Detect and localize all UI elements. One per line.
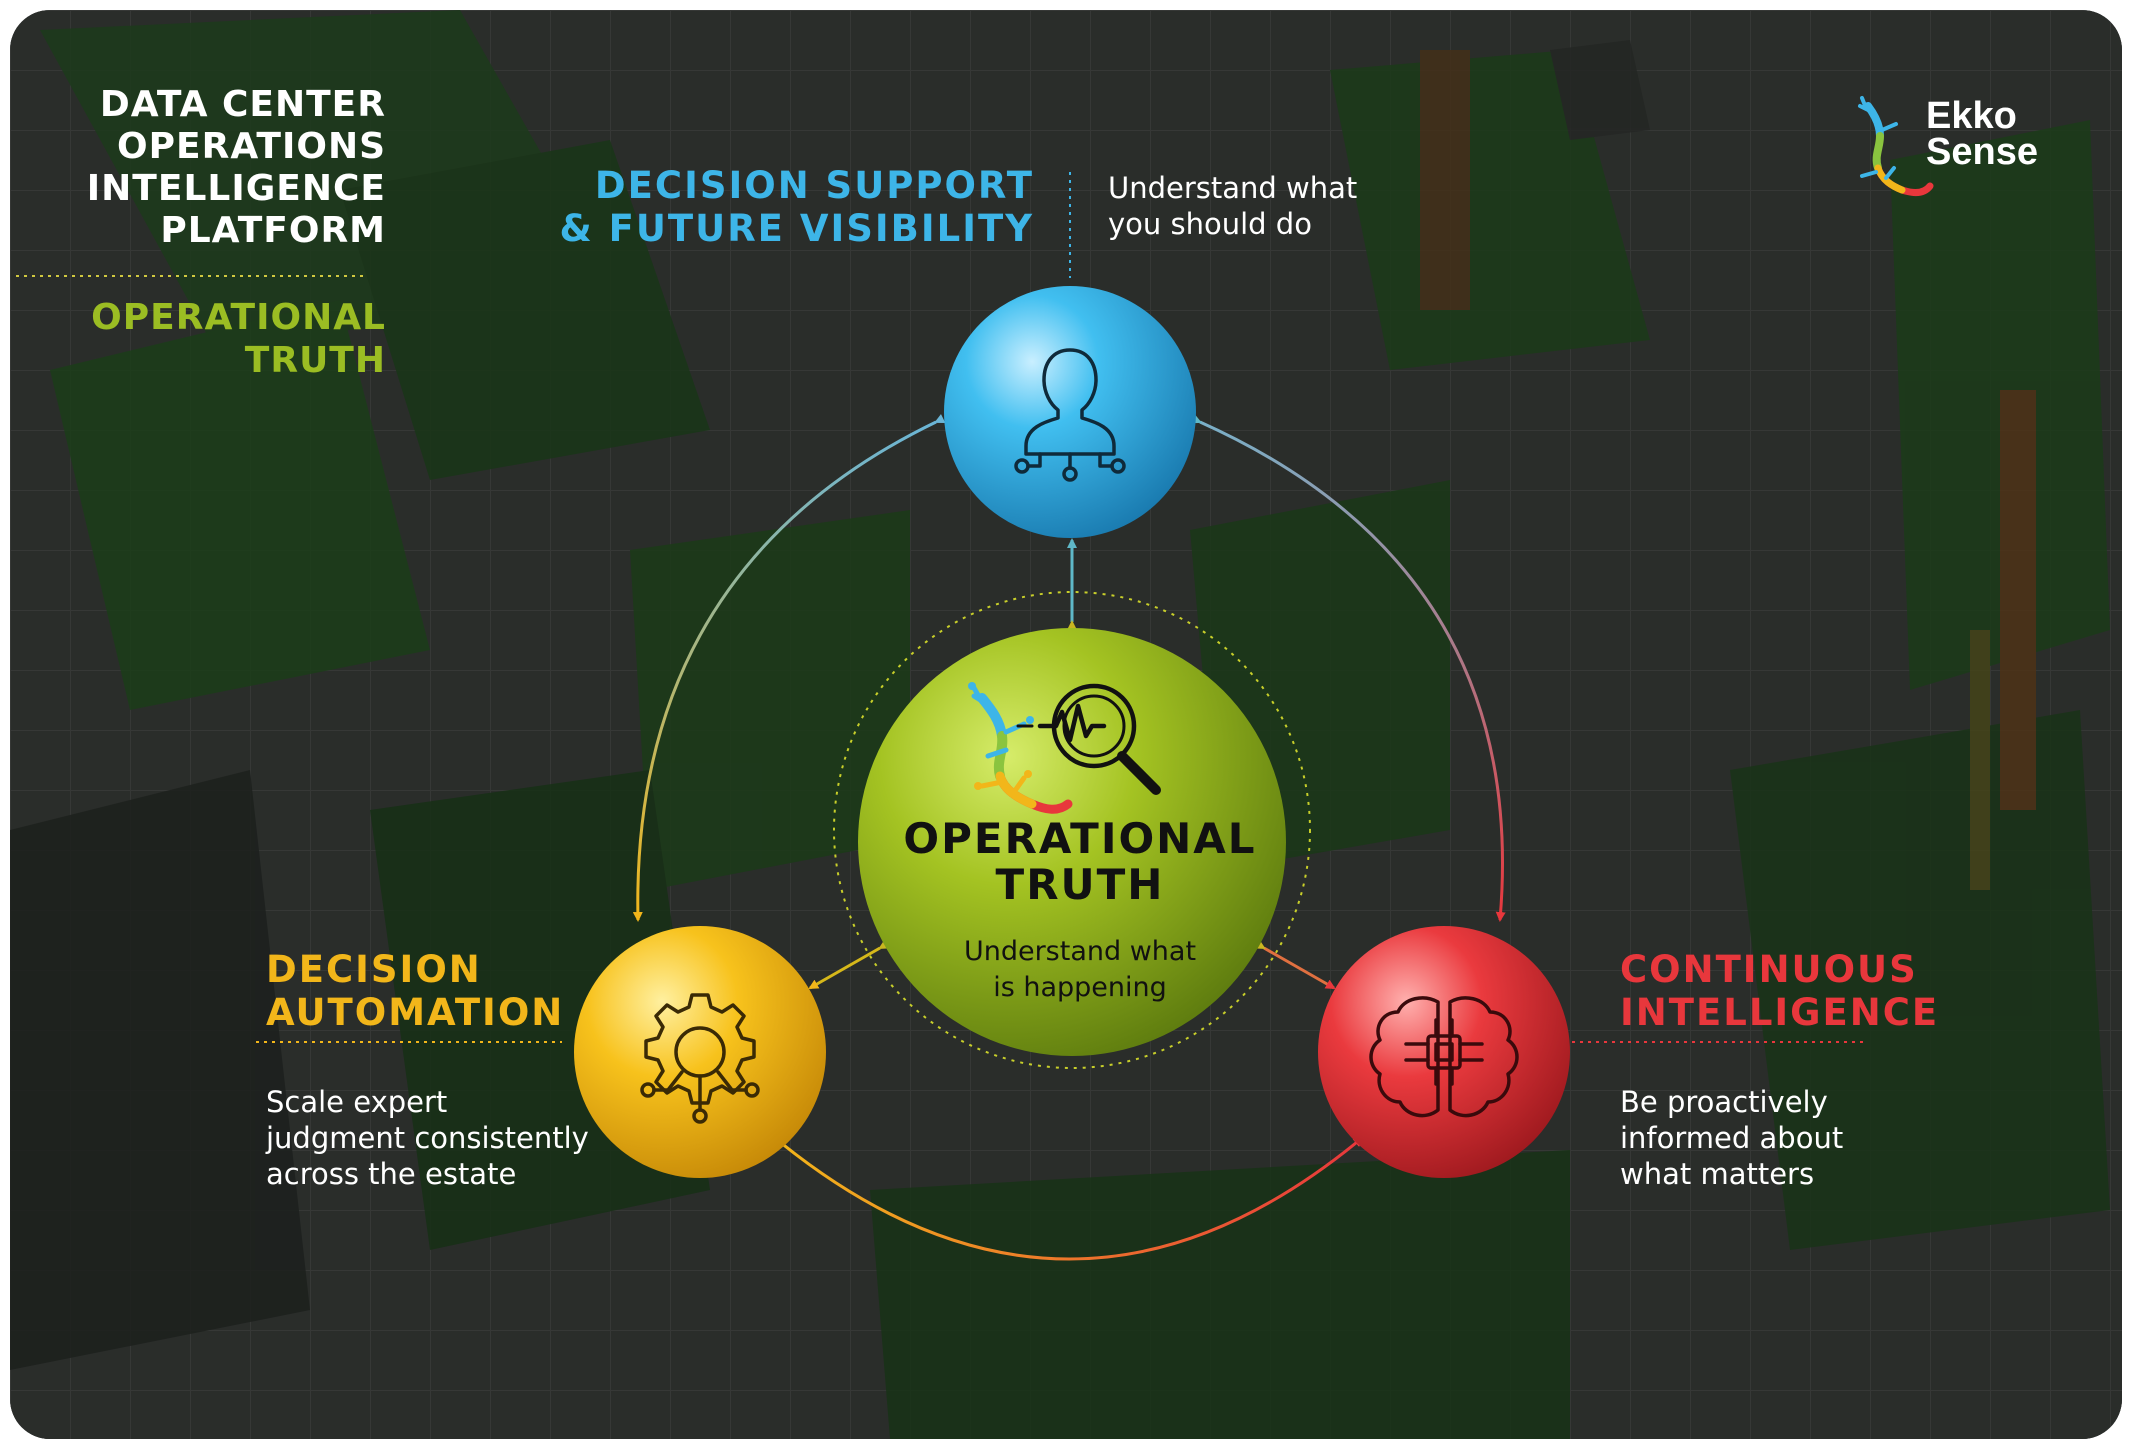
decision-support-description: Understand what you should do <box>1108 170 1428 242</box>
continuous-intelligence-description-line: Be proactively <box>1620 1085 1828 1119</box>
decision-support-description-line: Understand what <box>1108 171 1358 205</box>
brain-chip-icon <box>1369 996 1519 1118</box>
operational-truth-description-line: Understand what <box>963 936 1197 967</box>
brand-name-line: Ekko <box>1926 95 2017 137</box>
decision-support-title-line: DECISION SUPPORT <box>594 164 1034 207</box>
brand-name-line: Sense <box>1926 131 2038 173</box>
decision-automation-description-line: judgment consistently <box>266 1121 589 1155</box>
cycle-diagram <box>16 96 1934 1261</box>
ekkosense-logo-mark <box>1858 96 1934 197</box>
ekkosense-logo-text: Ekko Sense <box>1926 95 2038 173</box>
platform-title-line: PLATFORM <box>160 210 386 251</box>
decision-automation-description: Scale expert judgment consistently acros… <box>266 1084 596 1192</box>
gecko-icon <box>968 682 1073 814</box>
platform-title: DATA CENTER OPERATIONS INTELLIGENCE PLAT… <box>10 84 386 252</box>
platform-subtitle: OPERATIONAL TRUTH <box>10 296 386 382</box>
operational-truth-title-line: TRUTH <box>995 860 1165 909</box>
platform-title-line: OPERATIONS <box>117 126 386 167</box>
operational-truth-title: OPERATIONAL TRUTH <box>880 816 1280 908</box>
right-node-circle <box>1318 926 1570 1178</box>
continuous-intelligence-description-line: what matters <box>1620 1157 1815 1191</box>
platform-title-line: INTELLIGENCE <box>86 168 386 209</box>
magnifier-pulse-icon <box>1016 683 1161 795</box>
arc-top-right <box>1190 414 1506 922</box>
platform-subtitle-line: OPERATIONAL <box>91 297 386 338</box>
decision-support-title-line: & FUTURE VISIBILITY <box>559 207 1034 250</box>
decision-automation-title-line: AUTOMATION <box>266 991 565 1034</box>
decision-automation-title-line: DECISION <box>266 948 482 991</box>
top-node-circle <box>944 286 1196 538</box>
continuous-intelligence-title-line: INTELLIGENCE <box>1620 991 1940 1034</box>
person-network-icon <box>1014 348 1126 482</box>
continuous-intelligence-title-line: CONTINUOUS <box>1620 948 1918 991</box>
decision-automation-description-line: across the estate <box>266 1157 517 1191</box>
platform-subtitle-line: TRUTH <box>244 340 386 381</box>
infographic-frame: DATA CENTER OPERATIONS INTELLIGENCE PLAT… <box>10 10 2122 1439</box>
platform-title-line: DATA CENTER <box>99 84 386 125</box>
arc-bottom <box>765 1129 1364 1261</box>
continuous-intelligence-description: Be proactively informed about what matte… <box>1620 1084 1920 1192</box>
center-node-circle <box>858 628 1286 1056</box>
continuous-intelligence-title: CONTINUOUS INTELLIGENCE <box>1620 948 2020 1034</box>
decision-automation-title: DECISION AUTOMATION <box>266 948 646 1034</box>
continuous-intelligence-description-line: informed about <box>1620 1121 1844 1155</box>
connector-center-left <box>808 939 890 990</box>
decision-automation-description-line: Scale expert <box>266 1085 448 1119</box>
operational-truth-description: Understand what is happening <box>930 934 1230 1006</box>
operational-truth-description-line: is happening <box>993 972 1167 1003</box>
gear-network-icon <box>640 993 760 1124</box>
gecko-magnifier-pulse-icon <box>968 682 1161 814</box>
arc-top-left <box>632 414 946 922</box>
connector-center-right <box>1254 939 1336 990</box>
operational-truth-title-line: OPERATIONAL <box>903 814 1257 863</box>
left-node-circle <box>574 926 826 1178</box>
decision-support-title: DECISION SUPPORT & FUTURE VISIBILITY <box>514 164 1034 250</box>
decision-support-description-line: you should do <box>1108 207 1312 241</box>
